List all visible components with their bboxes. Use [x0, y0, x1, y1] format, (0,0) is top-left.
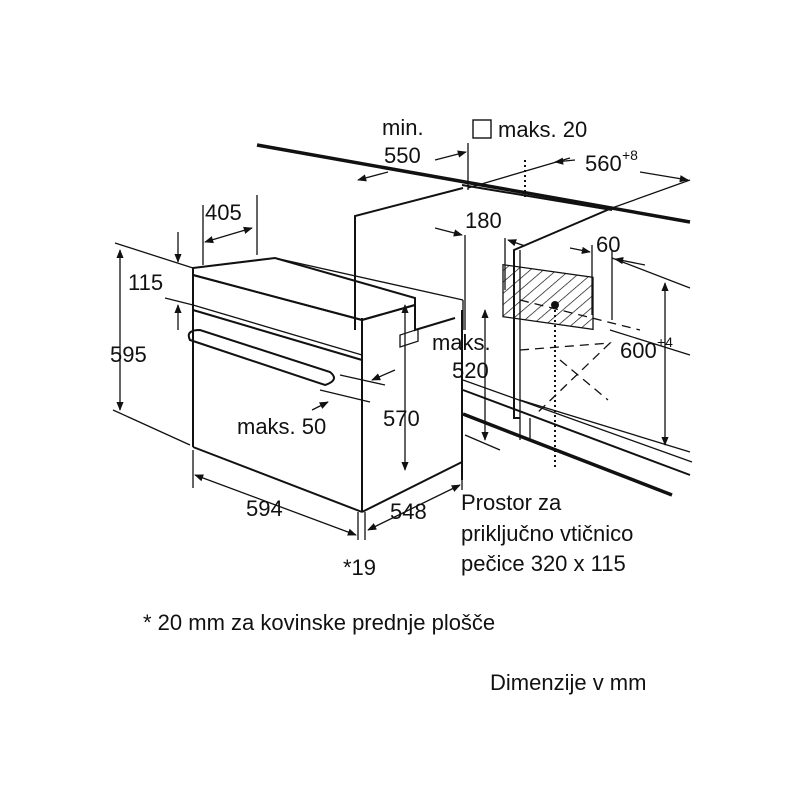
units-note: Dimenzije v mm [490, 670, 646, 695]
socket-note-line: Prostor za [461, 490, 562, 515]
label-520: 520 [452, 358, 489, 383]
label-maks: maks. [432, 330, 491, 355]
worktop [256, 143, 691, 224]
label-570: 570 [383, 406, 420, 431]
label-60: 60 [596, 232, 620, 257]
door-handle [187, 328, 335, 387]
label-maks-50: maks. 50 [237, 414, 326, 439]
socket-area [502, 160, 691, 470]
label-550: 550 [384, 143, 421, 168]
square-icon [472, 119, 492, 139]
label-min: min. [382, 115, 424, 140]
label-maks-20: maks. 20 [498, 117, 587, 142]
oven [187, 256, 464, 513]
label-405: 405 [205, 200, 242, 225]
label-19: *19 [343, 555, 376, 580]
label-595: 595 [110, 342, 147, 367]
footnote: * 20 mm za kovinske prednje plošče [143, 610, 495, 635]
socket-note-line: pečice 320 x 115 [461, 551, 626, 576]
label-548: 548 [390, 499, 427, 524]
label-600: 600 [620, 338, 657, 363]
label-600-tolerance: +4 [657, 334, 673, 350]
label-115: 115 [128, 270, 163, 295]
label-560-tolerance: +8 [622, 147, 638, 163]
label-594: 594 [246, 496, 283, 521]
label-180: 180 [465, 208, 502, 233]
socket-note-line: priključno vtičnico [461, 521, 633, 546]
dimension-lines [112, 143, 691, 540]
label-560: 560 [585, 151, 622, 176]
